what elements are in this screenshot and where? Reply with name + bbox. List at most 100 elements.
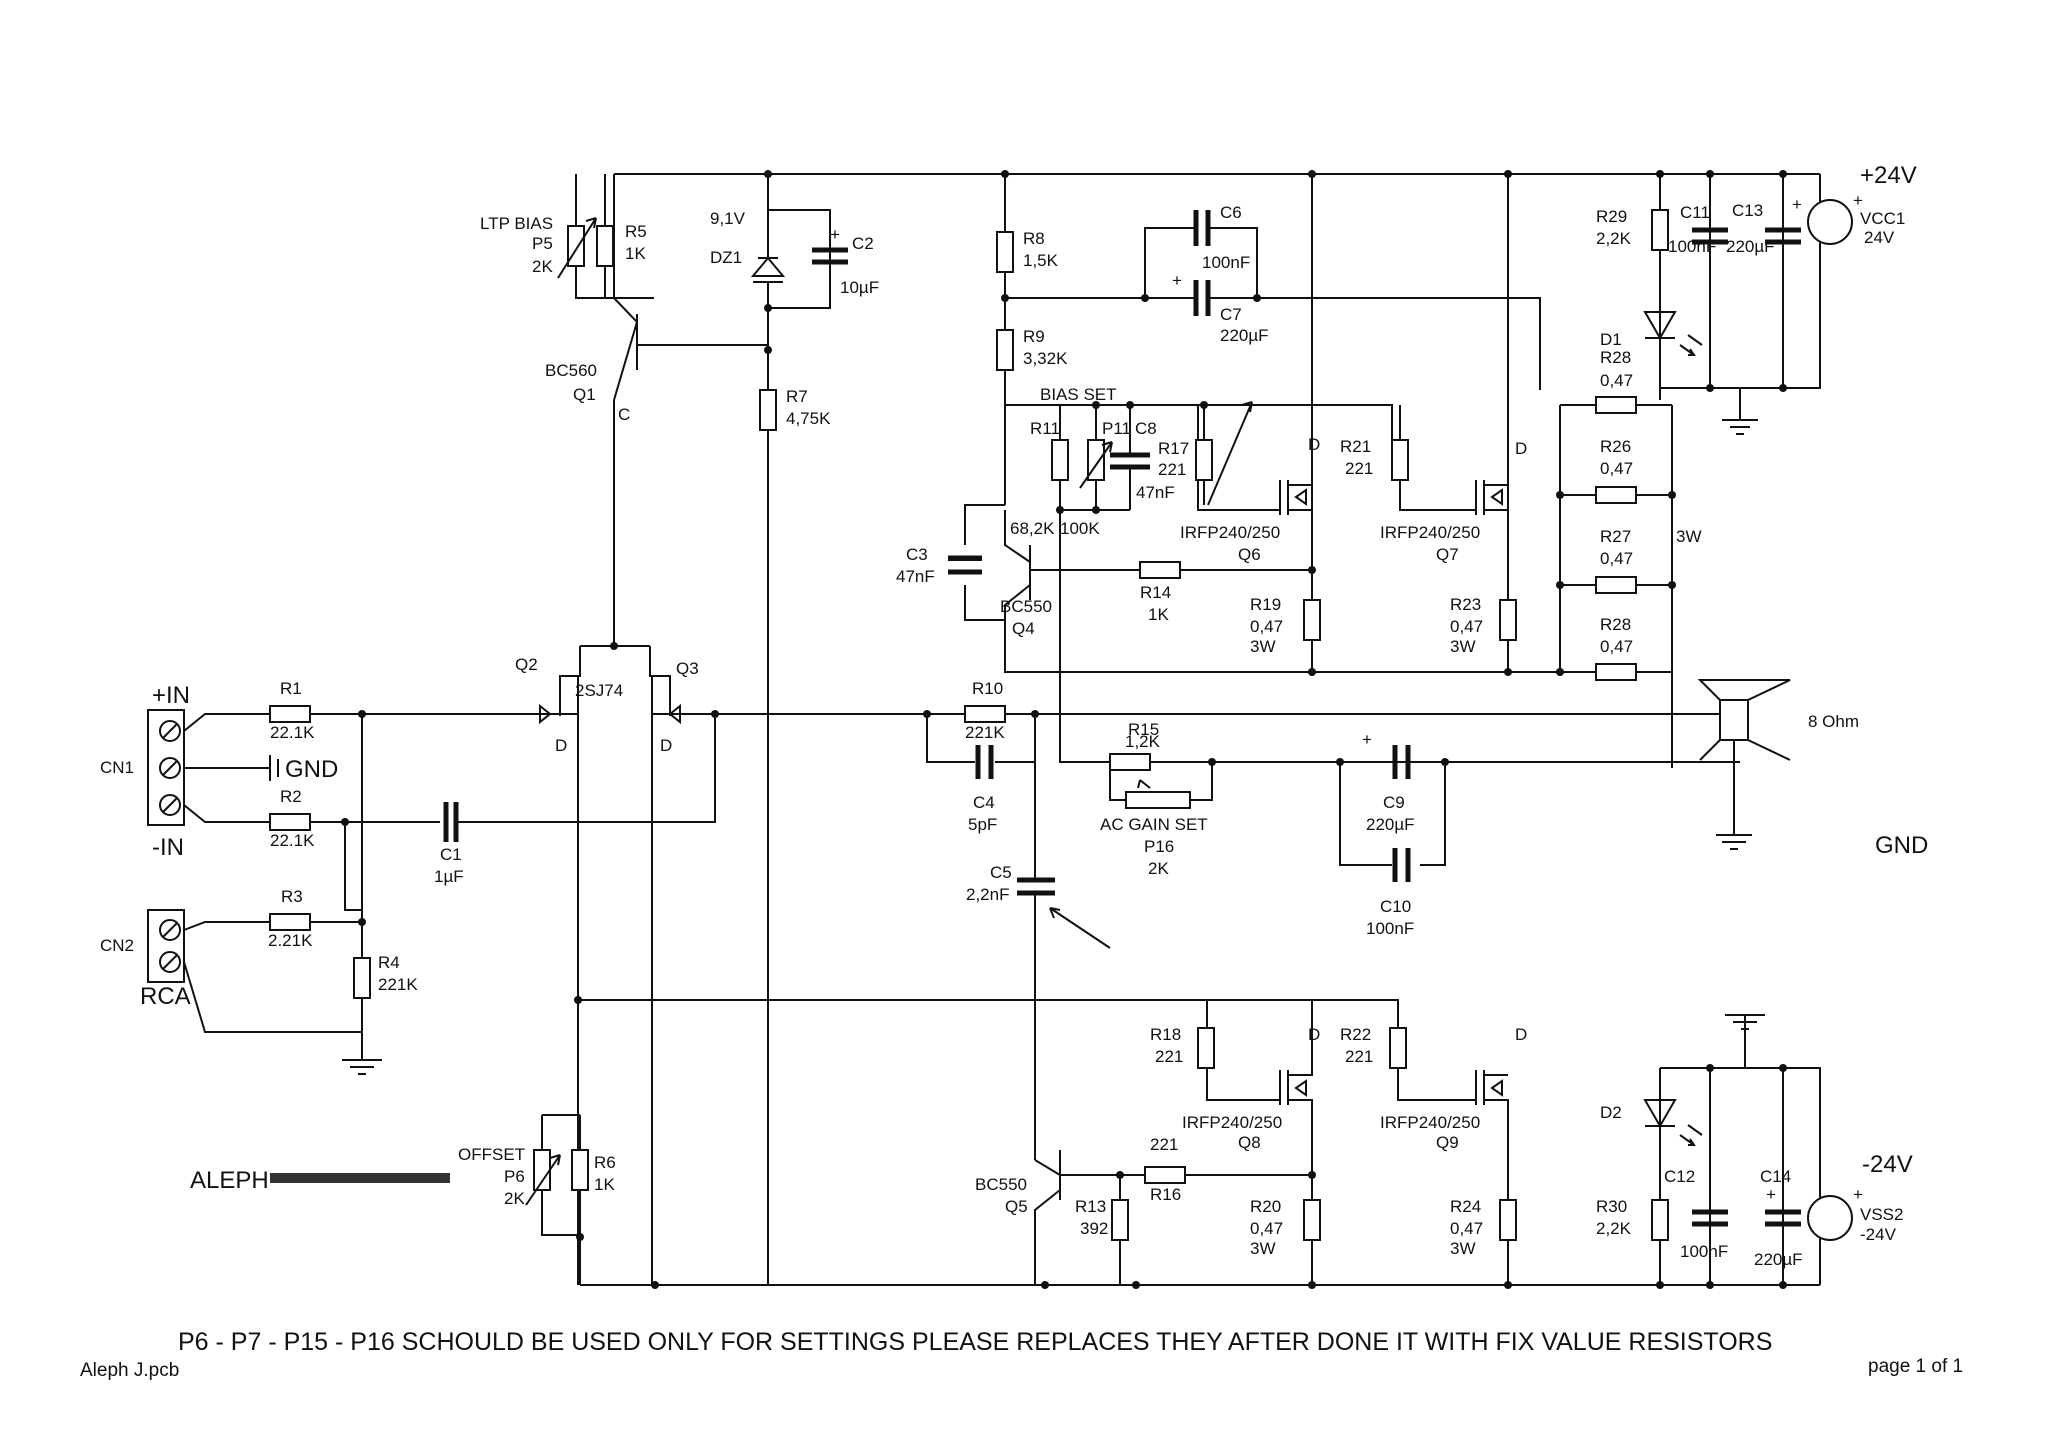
dual-fet-part: 2SJ74 [575, 681, 623, 700]
r24-value: 0,47 [1450, 1219, 1483, 1238]
r28a-resistor [1595, 396, 1637, 414]
q6-ref: Q6 [1238, 545, 1261, 564]
r2-ref: R2 [280, 787, 302, 806]
dz1-ref: DZ1 [710, 248, 742, 267]
q3-ref: Q3 [676, 659, 699, 678]
p6-ref: P6 [504, 1167, 525, 1186]
c1-ref: C1 [440, 845, 462, 864]
r19-ref: R19 [1250, 595, 1281, 614]
r20-value: 0,47 [1250, 1219, 1283, 1238]
q1-part: BC560 [545, 361, 597, 380]
c2-value: 10µF [840, 278, 879, 297]
vss2-value: -24V [1860, 1225, 1897, 1244]
r28b-ref: R28 [1600, 615, 1631, 634]
r24-resistor [1499, 1199, 1517, 1241]
r1-resistor [269, 705, 311, 723]
r28a-ref: R28 [1600, 348, 1631, 367]
c12-value: 100nF [1680, 1242, 1728, 1261]
q7-part: IRFP240/250 [1380, 523, 1480, 542]
c3-ref: C3 [906, 545, 928, 564]
r23-power: 3W [1450, 637, 1476, 656]
p11-ref: P11 [1102, 419, 1131, 438]
r4-value: 221K [378, 975, 418, 994]
q5-ref: Q5 [1005, 1197, 1028, 1216]
c14-value: 220µF [1754, 1250, 1803, 1269]
shunt-power: 3W [1676, 527, 1702, 546]
r15-resistor [1109, 753, 1151, 771]
d2-ref: D2 [1600, 1103, 1622, 1122]
gnd-label: GND [1875, 832, 1928, 859]
r17-resistor [1195, 439, 1213, 481]
pos-supply: R29 2,2K D1 C11 100nF C13 220µF + + VCC1… [1596, 162, 1917, 435]
r18-ref: R18 [1150, 1025, 1181, 1044]
r28a-value: 0,47 [1600, 371, 1633, 390]
upper-outputs: D IRFP240/250 Q6 R19 0,47 3W R21 221 D I… [1005, 405, 1664, 676]
p5-value: 2K [532, 257, 553, 276]
r4-ref: R4 [378, 953, 400, 972]
in-neg-label: -IN [152, 834, 184, 861]
r15-value: 1,2K [1125, 732, 1161, 751]
r16-value: 221 [1150, 1135, 1178, 1154]
q9-ref: Q9 [1436, 1133, 1459, 1152]
q6-part: IRFP240/250 [1180, 523, 1280, 542]
r11-value: 68,2K [1010, 519, 1055, 538]
r13-value: 392 [1080, 1219, 1108, 1238]
d1-ref: D1 [1600, 330, 1622, 349]
q2-ref: Q2 [515, 655, 538, 674]
r6-value: 1K [594, 1175, 615, 1194]
vss2-ref: VSS2 [1860, 1205, 1903, 1224]
r17-value: 221 [1158, 460, 1186, 479]
vcc1-ref: VCC1 [1860, 209, 1905, 228]
r9-ref: R9 [1023, 327, 1045, 346]
r26-ref: R26 [1600, 437, 1631, 456]
p6-title: OFFSET [458, 1145, 525, 1164]
shunt-array: R28 0,47 R26 0,47 R27 0,47 R28 0,47 3W [1556, 348, 1702, 768]
q7-ref: Q7 [1436, 545, 1459, 564]
r3-ref: R3 [281, 887, 303, 906]
p11-title: BIAS SET [1040, 385, 1117, 404]
r6-ref: R6 [594, 1153, 616, 1172]
c3-value: 47nF [896, 567, 935, 586]
project-title: ALEPH [190, 1167, 269, 1194]
r13-ref: R13 [1075, 1197, 1106, 1216]
r14-value: 1K [1148, 605, 1169, 624]
svg-text:+: + [1853, 1185, 1863, 1204]
r22-resistor [1389, 1027, 1407, 1069]
cn1-label: CN1 [100, 758, 134, 777]
r18-resistor [1197, 1027, 1215, 1069]
svg-text:+: + [830, 225, 840, 244]
r27-value: 0,47 [1600, 549, 1633, 568]
gnd-symbol-label: GND [285, 756, 338, 783]
vcc1-source [1807, 199, 1853, 245]
c4-ref: C4 [973, 793, 995, 812]
r20-power: 3W [1250, 1239, 1276, 1258]
r24-power: 3W [1450, 1239, 1476, 1258]
r27-ref: R27 [1600, 527, 1631, 546]
p5-ref: P5 [532, 234, 553, 253]
svg-text:+: + [1766, 1185, 1776, 1204]
r21-value: 221 [1345, 459, 1373, 478]
positive-rail [613, 170, 1821, 672]
vcc1-value: 24V [1864, 228, 1895, 247]
cn2-connector: CN2 RCA [100, 909, 362, 1033]
c8-ref: C8 [1135, 419, 1157, 438]
c5-value: 2,2nF [966, 885, 1009, 904]
q4-part: BC550 [1000, 597, 1052, 616]
r8-value: 1,5K [1023, 251, 1059, 270]
c10-ref: C10 [1380, 897, 1411, 916]
p6-value: 2K [504, 1189, 525, 1208]
r11-ref: R11 [1030, 419, 1060, 438]
speaker-label: 8 Ohm [1808, 712, 1859, 731]
r2-resistor [269, 813, 311, 831]
q2-drain-label: D [555, 736, 567, 755]
r29-value: 2,2K [1596, 229, 1632, 248]
c7-ref: C7 [1220, 305, 1242, 324]
c9-value: 220µF [1366, 815, 1415, 834]
r14-resistor [1139, 561, 1181, 579]
r1-ref: R1 [280, 679, 302, 698]
c13-ref: C13 [1732, 201, 1763, 220]
r28b-value: 0,47 [1600, 637, 1633, 656]
svg-text:+: + [1853, 191, 1863, 210]
p16-value: 2K [1148, 859, 1169, 878]
